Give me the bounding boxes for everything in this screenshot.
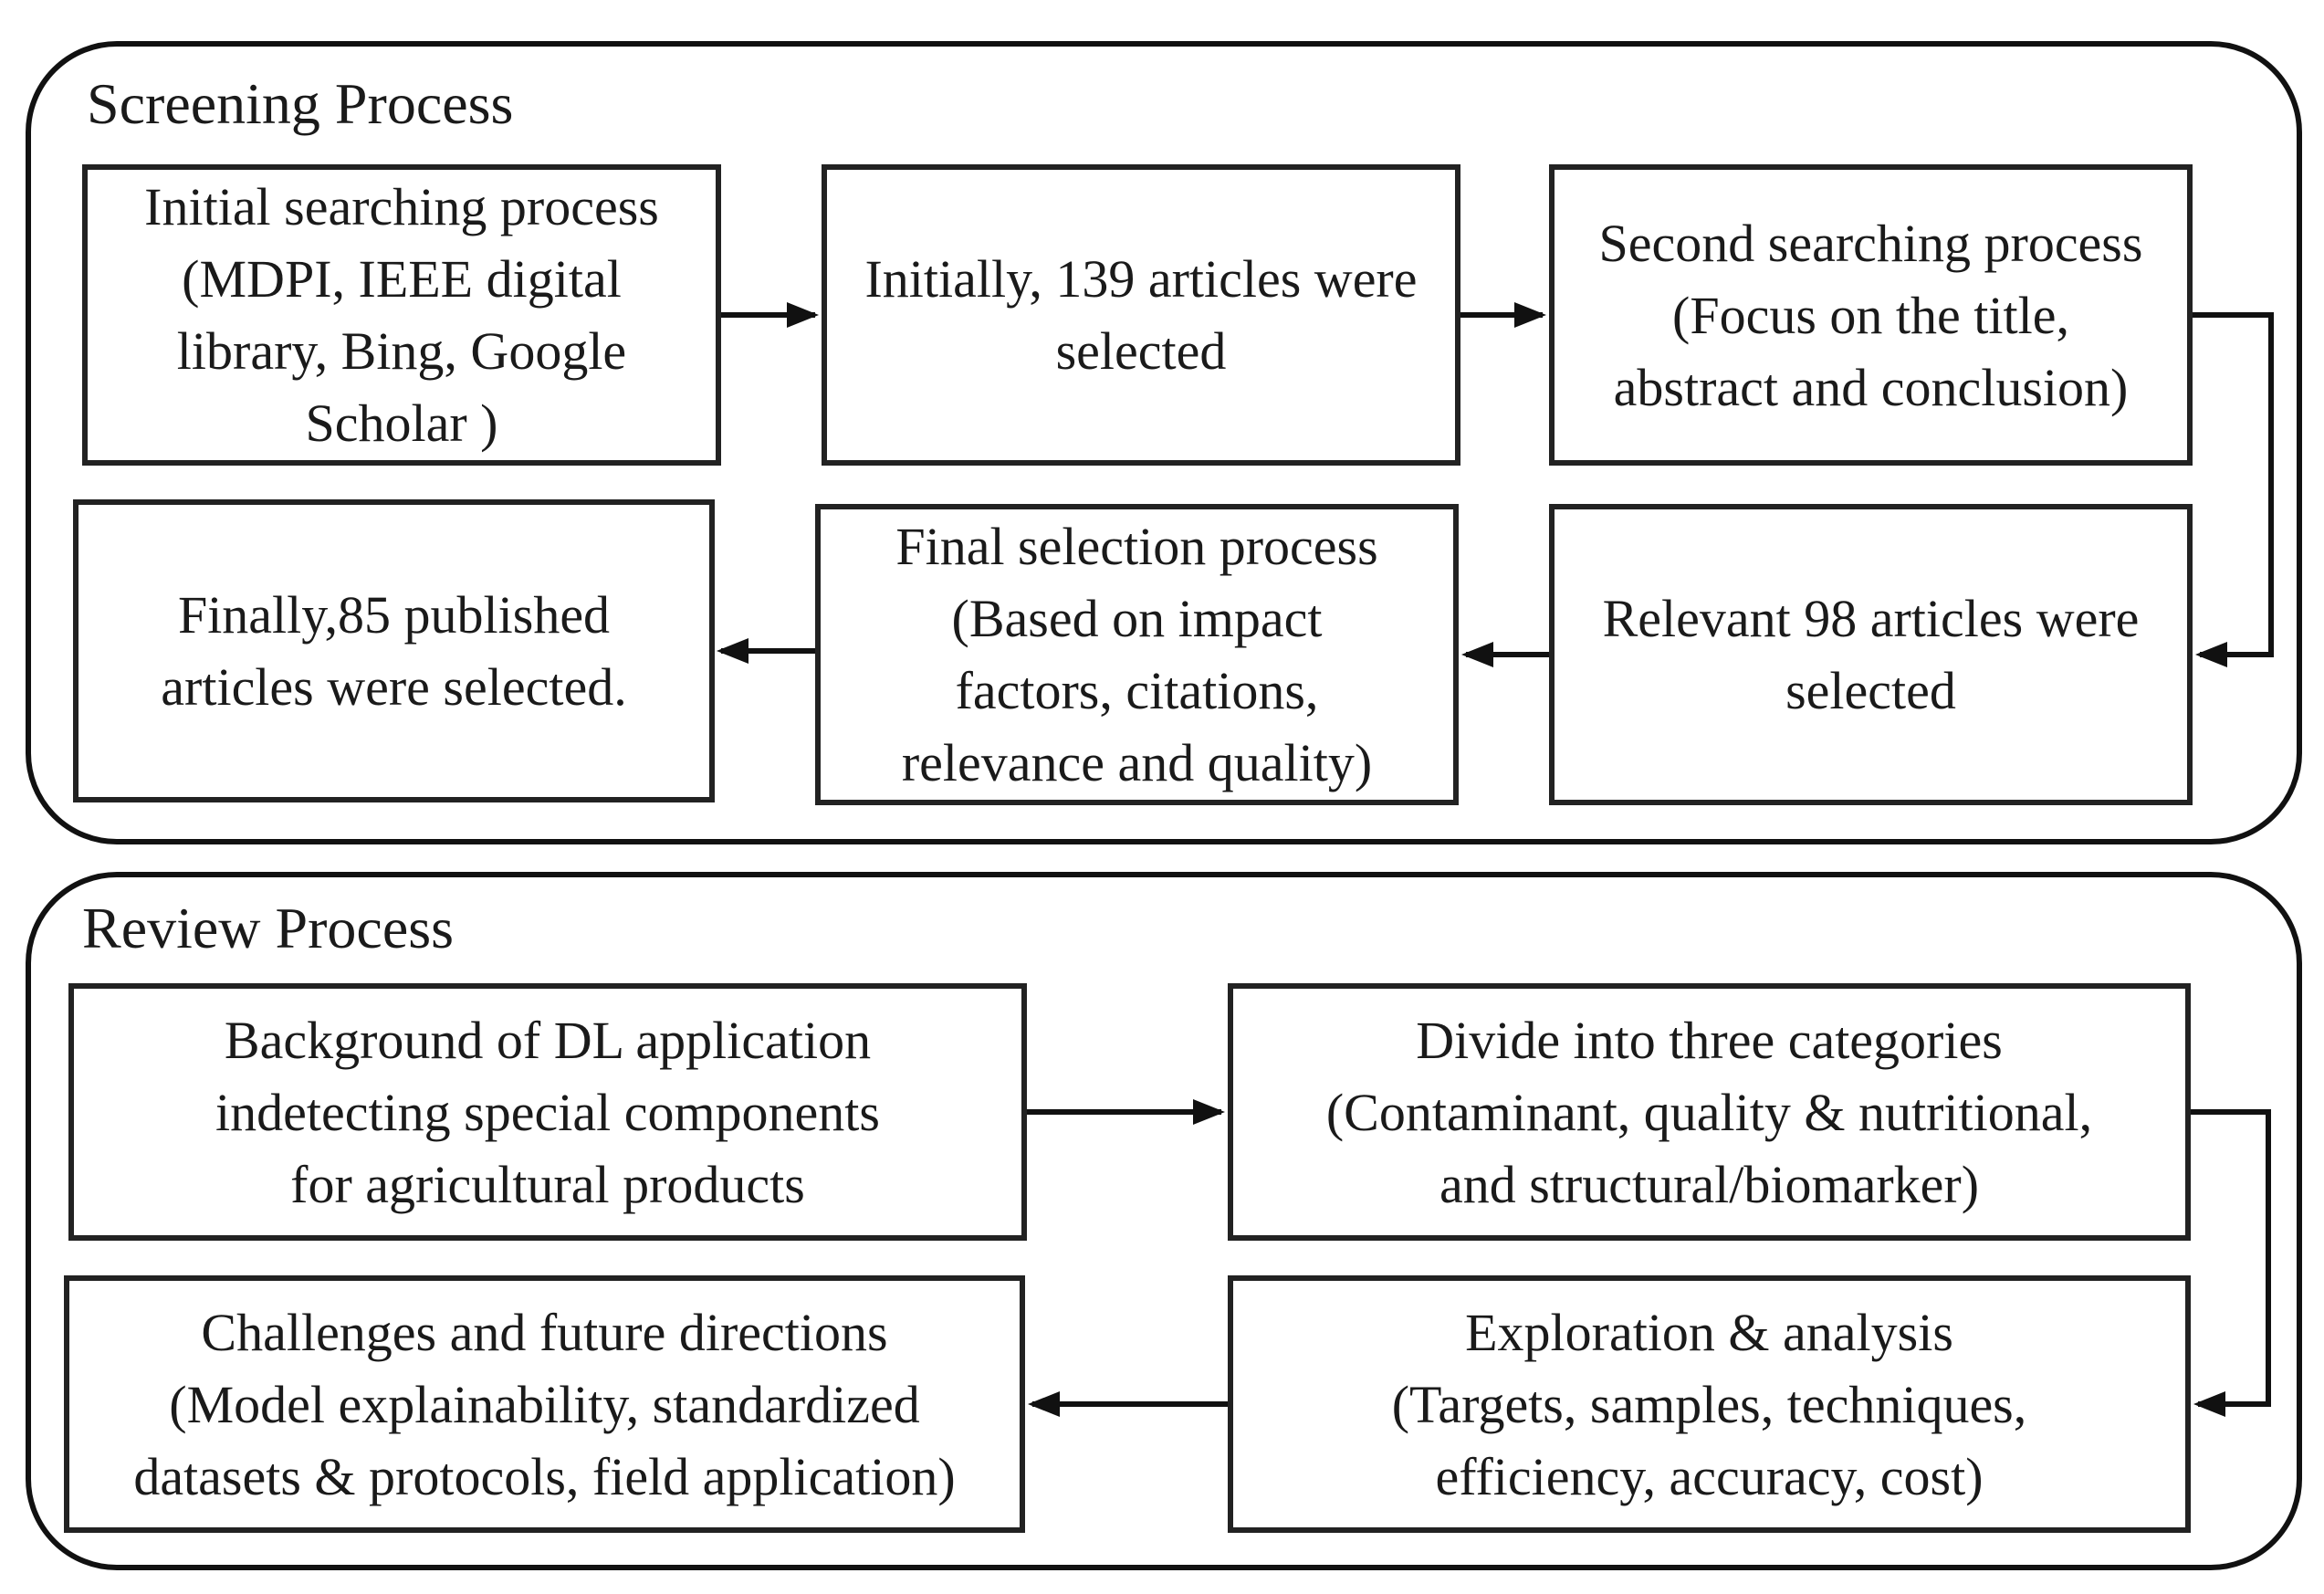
box-background-dl-application: Background of DL application indetecting… — [68, 983, 1027, 1241]
box-line: articles were selected. — [161, 657, 627, 717]
box-line: Divide into three categories — [1416, 1010, 2003, 1070]
box-line: Exploration & analysis — [1465, 1302, 1953, 1362]
arrowhead — [1461, 642, 1493, 667]
arrowhead — [787, 302, 819, 328]
box-line: efficiency, accuracy, cost) — [1435, 1446, 1984, 1506]
screening-process-title: Screening Process — [87, 71, 514, 136]
arrowhead — [1028, 1391, 1060, 1417]
box-final-selection-process: Final selection process (Based on impact… — [815, 504, 1459, 805]
box-line: selected — [1785, 661, 1956, 720]
box-line: Background of DL application — [224, 1010, 872, 1070]
box-line: selected — [1055, 321, 1227, 381]
review-process-title: Review Process — [82, 896, 455, 960]
box-line: indetecting special components — [215, 1082, 880, 1142]
review-process-panel — [26, 872, 2302, 1570]
screening-process-panel — [26, 41, 2302, 844]
box-line: (Model explainability, standardized — [169, 1374, 920, 1434]
box-line: factors, citations, — [955, 661, 1319, 720]
box-line: Relevant 98 articles were — [1602, 589, 2140, 648]
arrowhead — [1514, 302, 1546, 328]
box-line: (Targets, samples, techniques, — [1391, 1374, 2027, 1434]
arrowhead — [2193, 1391, 2225, 1417]
box-line: Challenges and future directions — [201, 1302, 888, 1362]
box-divide-three-categories: Divide into three categories (Contaminan… — [1228, 983, 2191, 1241]
box-line: relevance and quality) — [901, 733, 1373, 792]
box-initial-searching-process: Initial searching process (MDPI, IEEE di… — [82, 164, 721, 466]
arrowhead — [1193, 1099, 1225, 1125]
box-line: Second searching process — [1598, 213, 2143, 273]
box-relevant-selected: Relevant 98 articles were selected — [1549, 504, 2193, 805]
box-line: Initially, 139 articles were — [864, 249, 1418, 309]
box-line: datasets & protocols, field application) — [133, 1446, 956, 1506]
box-line: Initial searching process — [144, 177, 659, 236]
box-line: Finally,85 published — [177, 585, 611, 645]
box-line: library, Bing, Google — [176, 321, 627, 381]
arrow-categories-to-exploration — [2191, 1109, 2271, 1407]
arrowhead — [2195, 642, 2227, 667]
box-line: (Based on impact — [951, 589, 1323, 648]
box-initially-selected: Initially, 139 articles were selected — [822, 164, 1460, 466]
box-second-searching-process: Second searching process (Focus on the t… — [1549, 164, 2193, 466]
box-line: (MDPI, IEEE digital — [182, 249, 622, 309]
box-line: Final selection process — [895, 517, 1378, 576]
box-line: and structural/biomarker) — [1439, 1154, 1980, 1214]
box-exploration-analysis: Exploration & analysis (Targets, samples… — [1228, 1275, 2191, 1533]
box-line: abstract and conclusion) — [1613, 357, 2129, 417]
box-line: for agricultural products — [290, 1154, 805, 1214]
box-line: (Focus on the title, — [1672, 285, 2069, 345]
box-challenges-future-directions: Challenges and future directions (Model … — [64, 1275, 1025, 1533]
arrowhead — [717, 638, 748, 664]
box-line: (Contaminant, quality & nutritional, — [1325, 1082, 2093, 1142]
box-line: Scholar ) — [305, 393, 498, 453]
arrow-second-search-to-relevant — [2193, 312, 2274, 657]
box-finally-published-selected: Finally,85 published articles were selec… — [73, 499, 715, 802]
